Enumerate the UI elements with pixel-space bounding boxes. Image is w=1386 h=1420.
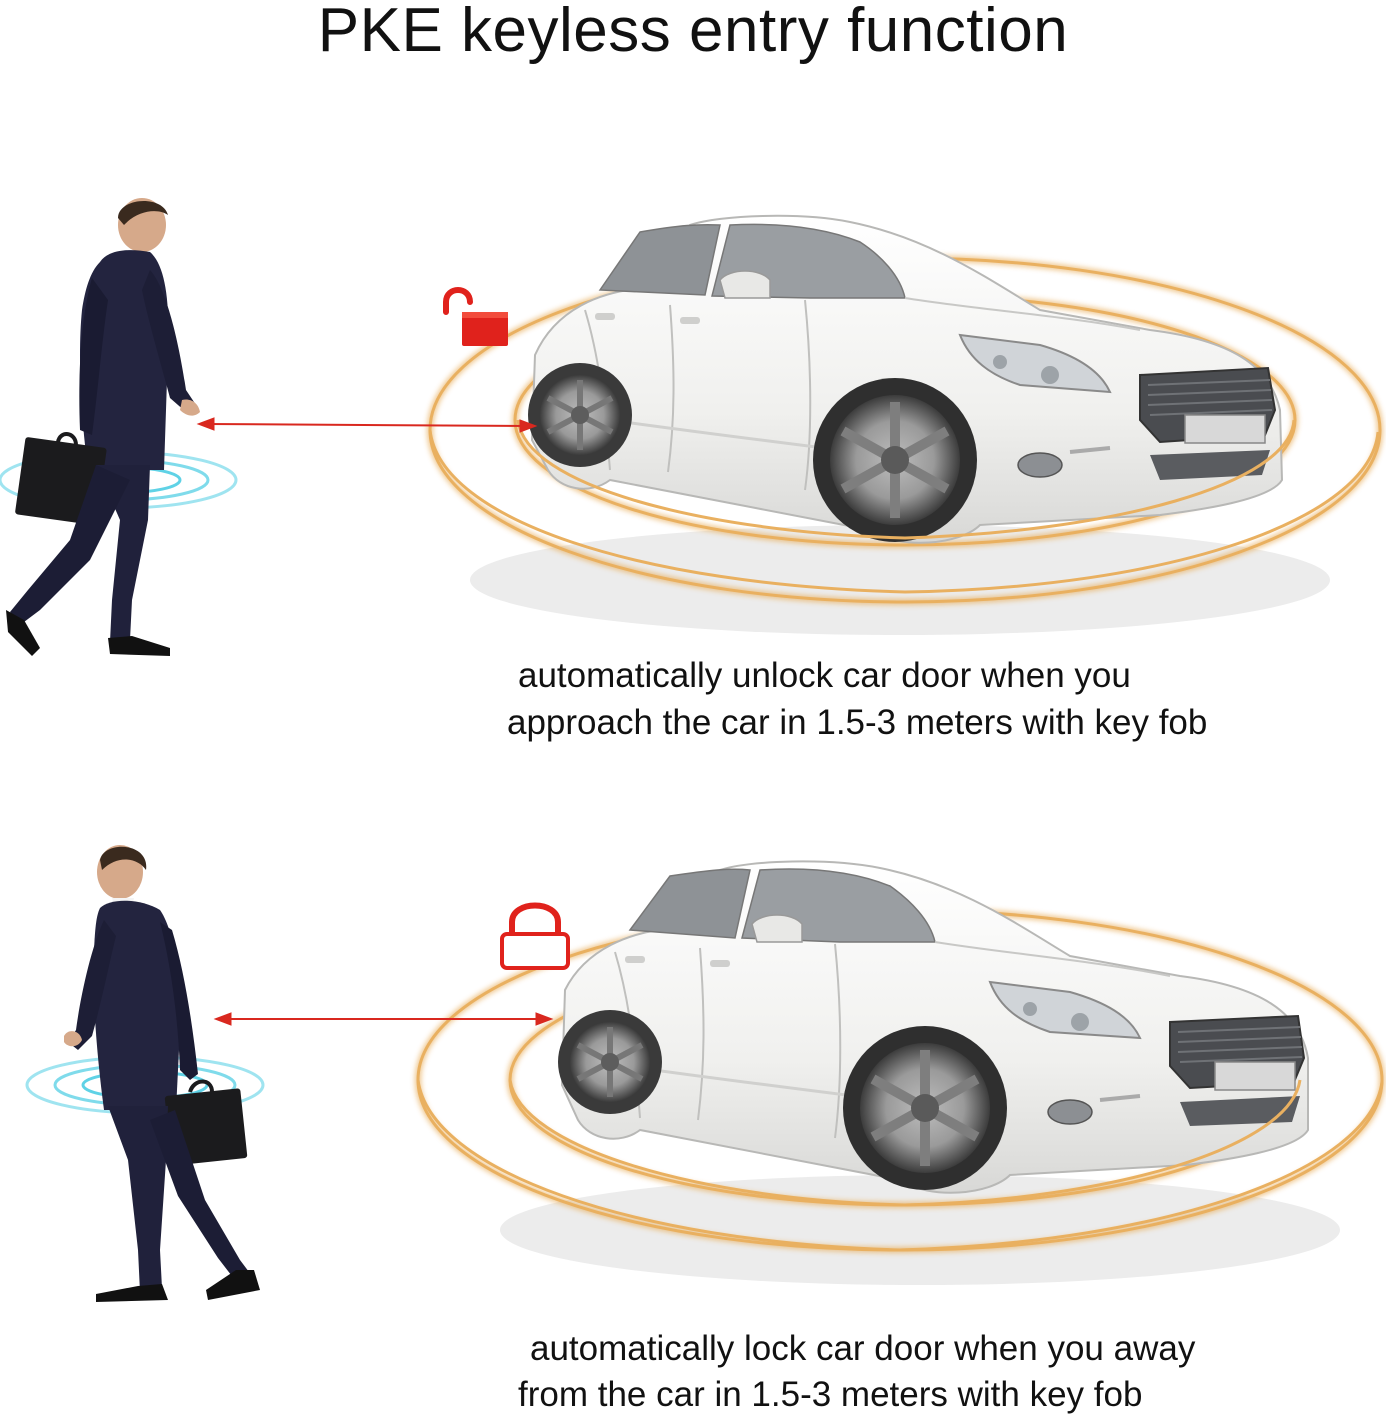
lock-scene xyxy=(25,845,1385,1302)
unlock-scene xyxy=(0,198,1383,656)
distance-arrow xyxy=(213,1012,554,1026)
signal-rings-front xyxy=(416,1079,1384,1252)
lock-caption-line2: from the car in 1.5-3 meters with key fo… xyxy=(518,1375,1143,1414)
car xyxy=(558,860,1309,1194)
businessman-figure xyxy=(25,845,265,1302)
signal-rings-front xyxy=(428,419,1380,594)
page-title: PKE keyless entry function xyxy=(317,0,1069,65)
unlock-caption-line1: automatically unlock car door when you xyxy=(518,656,1131,695)
lock-caption-line1: automatically lock car door when you awa… xyxy=(530,1329,1196,1368)
distance-arrow xyxy=(196,417,538,433)
unlock-panel: automatically unlock car door when you a… xyxy=(0,180,1386,750)
locked-padlock-icon xyxy=(500,902,570,970)
unlocked-padlock-icon xyxy=(443,287,508,346)
businessman-figure xyxy=(0,198,238,656)
lock-panel: automatically lock car door when you awa… xyxy=(0,830,1386,1420)
car-shadow xyxy=(500,1175,1340,1285)
unlock-caption-line2: approach the car in 1.5-3 meters with ke… xyxy=(507,703,1208,742)
car xyxy=(528,214,1284,544)
car-shadow xyxy=(470,525,1330,635)
